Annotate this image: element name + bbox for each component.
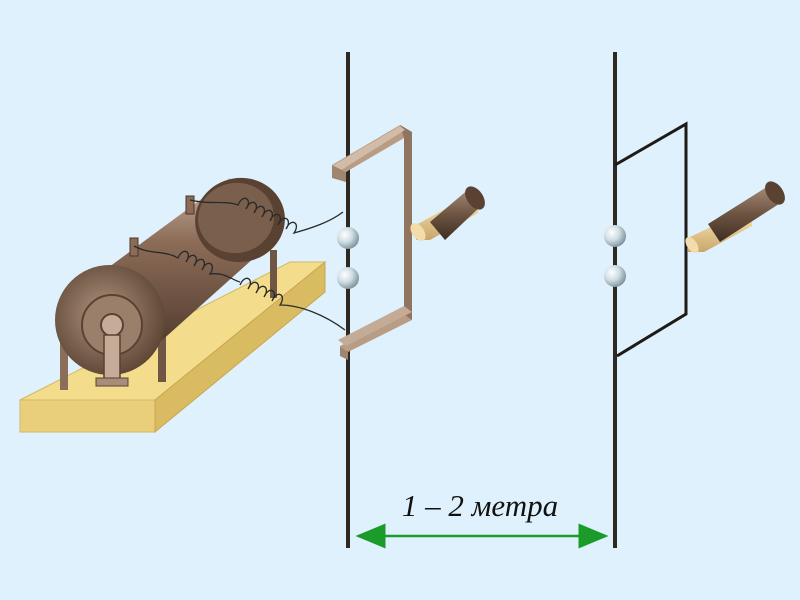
connecting-wires [133,197,346,331]
receiver-spark-ball-top [604,225,626,247]
emitter-spark-ball-bottom [337,267,359,289]
receiver-spark-ball-bottom [604,265,626,287]
receiver-frame [614,121,688,358]
emitter-frame [332,125,412,360]
distance-label: 1 – 2 метра [401,488,559,523]
emitter-handle [410,186,485,241]
emitter-spark-ball-top [337,227,359,249]
receiver-handle [685,181,785,253]
induction-coil [55,177,285,390]
